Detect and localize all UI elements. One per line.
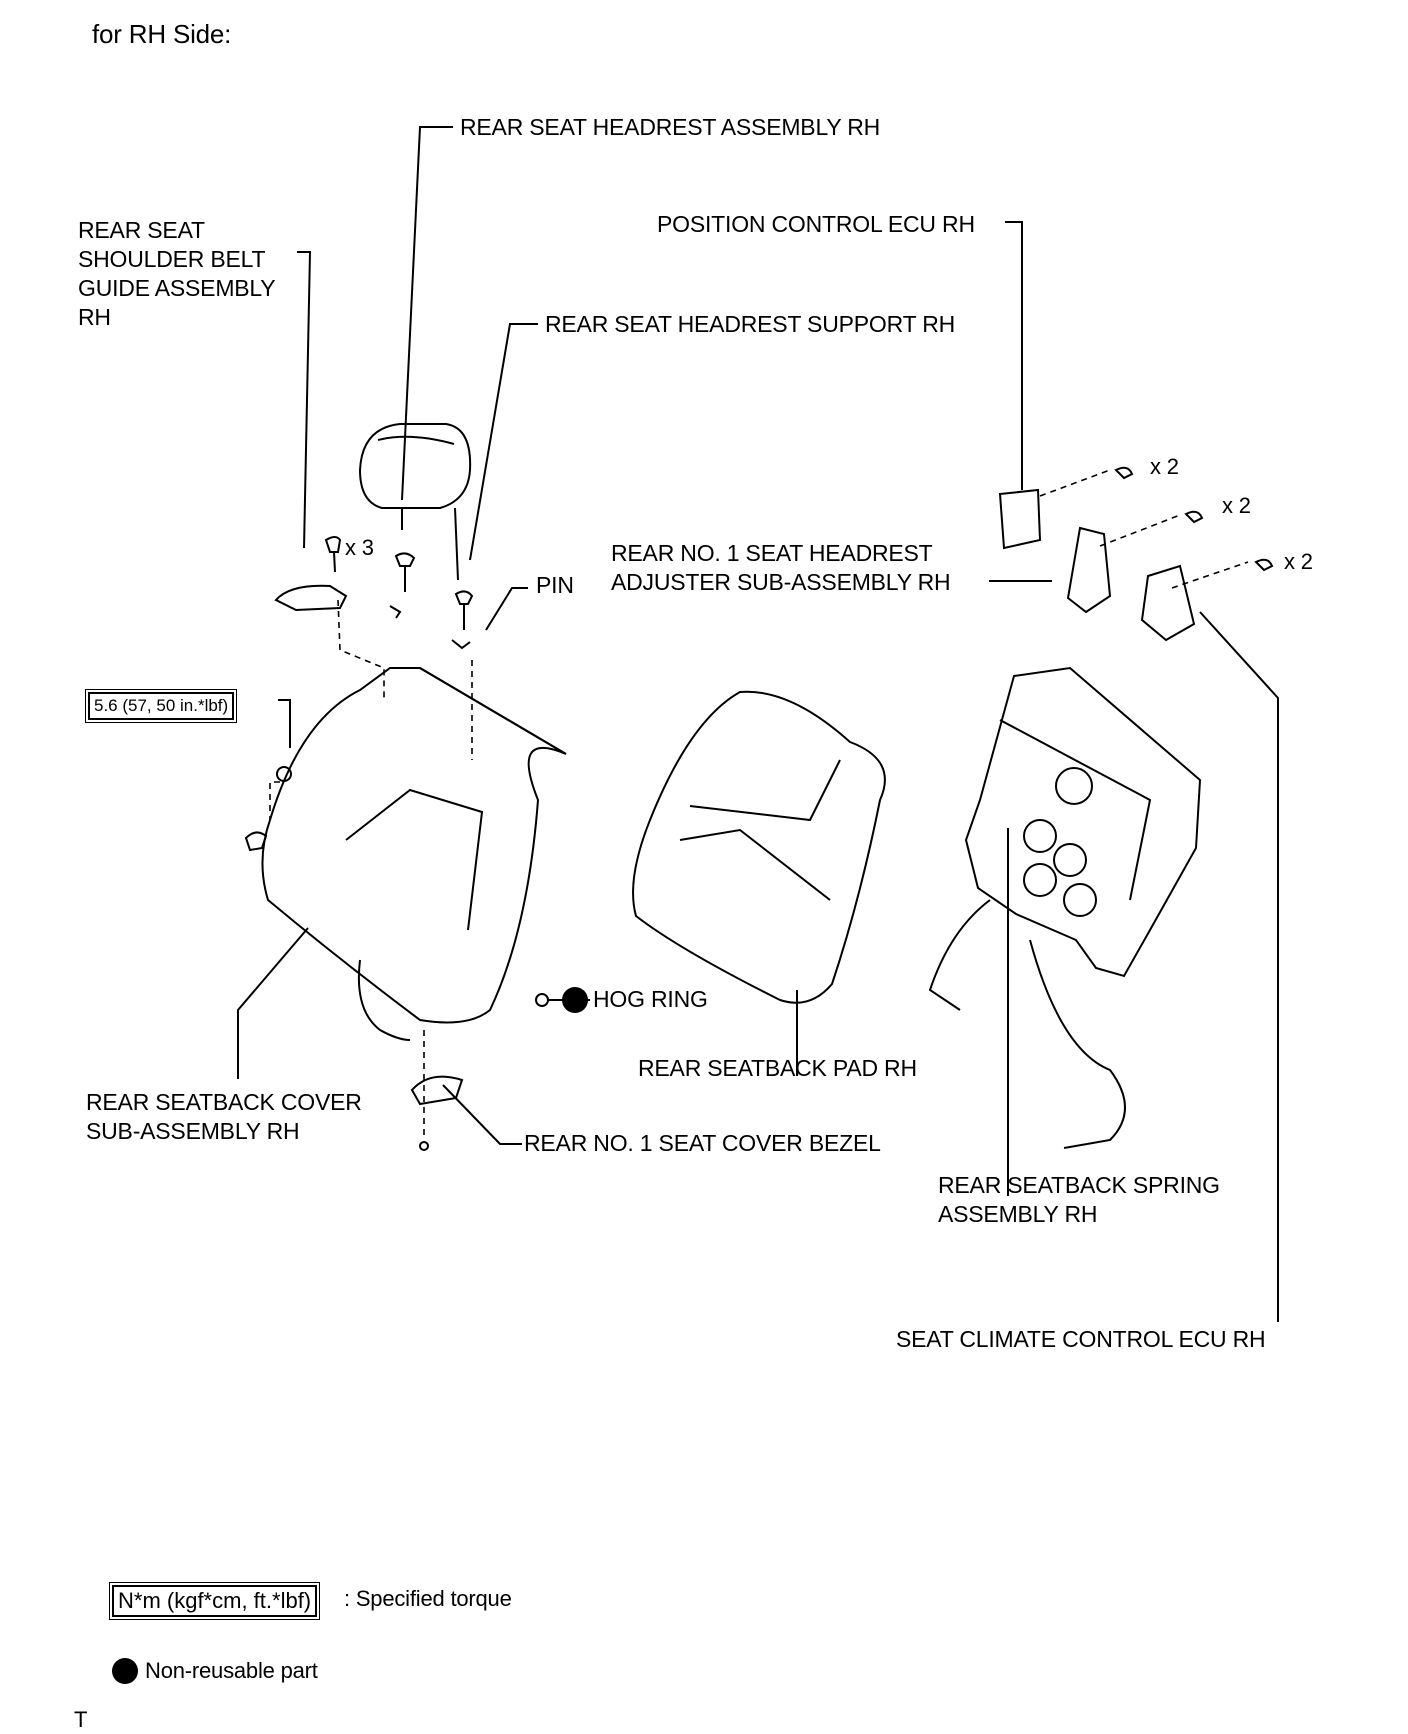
label-pin: PIN [536,572,574,598]
label-cover-bezel: REAR NO. 1 SEAT COVER BEZEL [524,1130,881,1156]
label-line: REAR NO. 1 SEAT HEADREST [611,540,933,566]
label-line: GUIDE ASSEMBLY [78,275,276,301]
seatback-pad-shape [632,690,886,1004]
qty-label-x2-adjuster: x 2 [1222,493,1251,518]
label-headrest-support: REAR SEAT HEADREST SUPPORT RH [545,311,956,337]
label-climate-ecu: SEAT CLIMATE CONTROL ECU RH [896,1326,1266,1352]
label-line: ASSEMBLY RH [938,1201,1098,1227]
label-line: REAR SEATBACK COVER [86,1089,362,1115]
label-seatback-cover: REAR SEATBACK COVER SUB-ASSEMBLY RH [86,1088,362,1146]
label-line: ADJUSTER SUB-ASSEMBLY RH [611,569,951,595]
spring-assembly-shape [928,666,1202,1149]
legend-non-reusable-text: Non-reusable part [145,1658,318,1683]
small-parts [244,536,474,1151]
label-line: REAR SEAT [78,217,205,243]
label-headrest-assembly: REAR SEAT HEADREST ASSEMBLY RH [460,114,881,140]
footer-mark: T [74,1707,88,1732]
label-headrest-adjuster: REAR NO. 1 SEAT HEADREST ADJUSTER SUB-AS… [611,539,951,597]
label-line: RH [78,304,111,330]
qty-label-x2-position-ecu: x 2 [1150,454,1179,479]
legend-non-reusable-dot-icon [112,1658,138,1684]
label-seatback-pad: REAR SEATBACK PAD RH [638,1055,917,1081]
legend-torque-text: : Specified torque [344,1586,512,1611]
headrest-shape [358,423,472,581]
seatback-cover-shape [261,667,567,1041]
non-reusable-dot-icon [562,987,588,1013]
label-line: SUB-ASSEMBLY RH [86,1118,300,1144]
hog-ring-small-icon [535,993,549,1007]
label-line: SHOULDER BELT [78,246,266,272]
dashed-assembly-lines [269,469,1249,1140]
ecu-shapes [998,466,1274,642]
label-shoulder-belt-guide: REAR SEAT SHOULDER BELT GUIDE ASSEMBLY R… [78,216,276,332]
qty-label-x2-climate-ecu: x 2 [1284,549,1313,574]
qty-label-x3: x 3 [345,535,374,560]
label-spring-assembly: REAR SEATBACK SPRING ASSEMBLY RH [938,1171,1220,1229]
label-line: REAR SEATBACK SPRING [938,1172,1220,1198]
label-position-control-ecu: POSITION CONTROL ECU RH [657,211,975,237]
label-hog-ring: HOG RING [593,986,708,1012]
torque-spec-box: 5.6 (57, 50 in.*lbf) [84,689,238,723]
legend-torque-box: N*m (kgf*cm, ft.*lbf) [108,1582,321,1620]
page-heading: for RH Side: [92,19,232,49]
